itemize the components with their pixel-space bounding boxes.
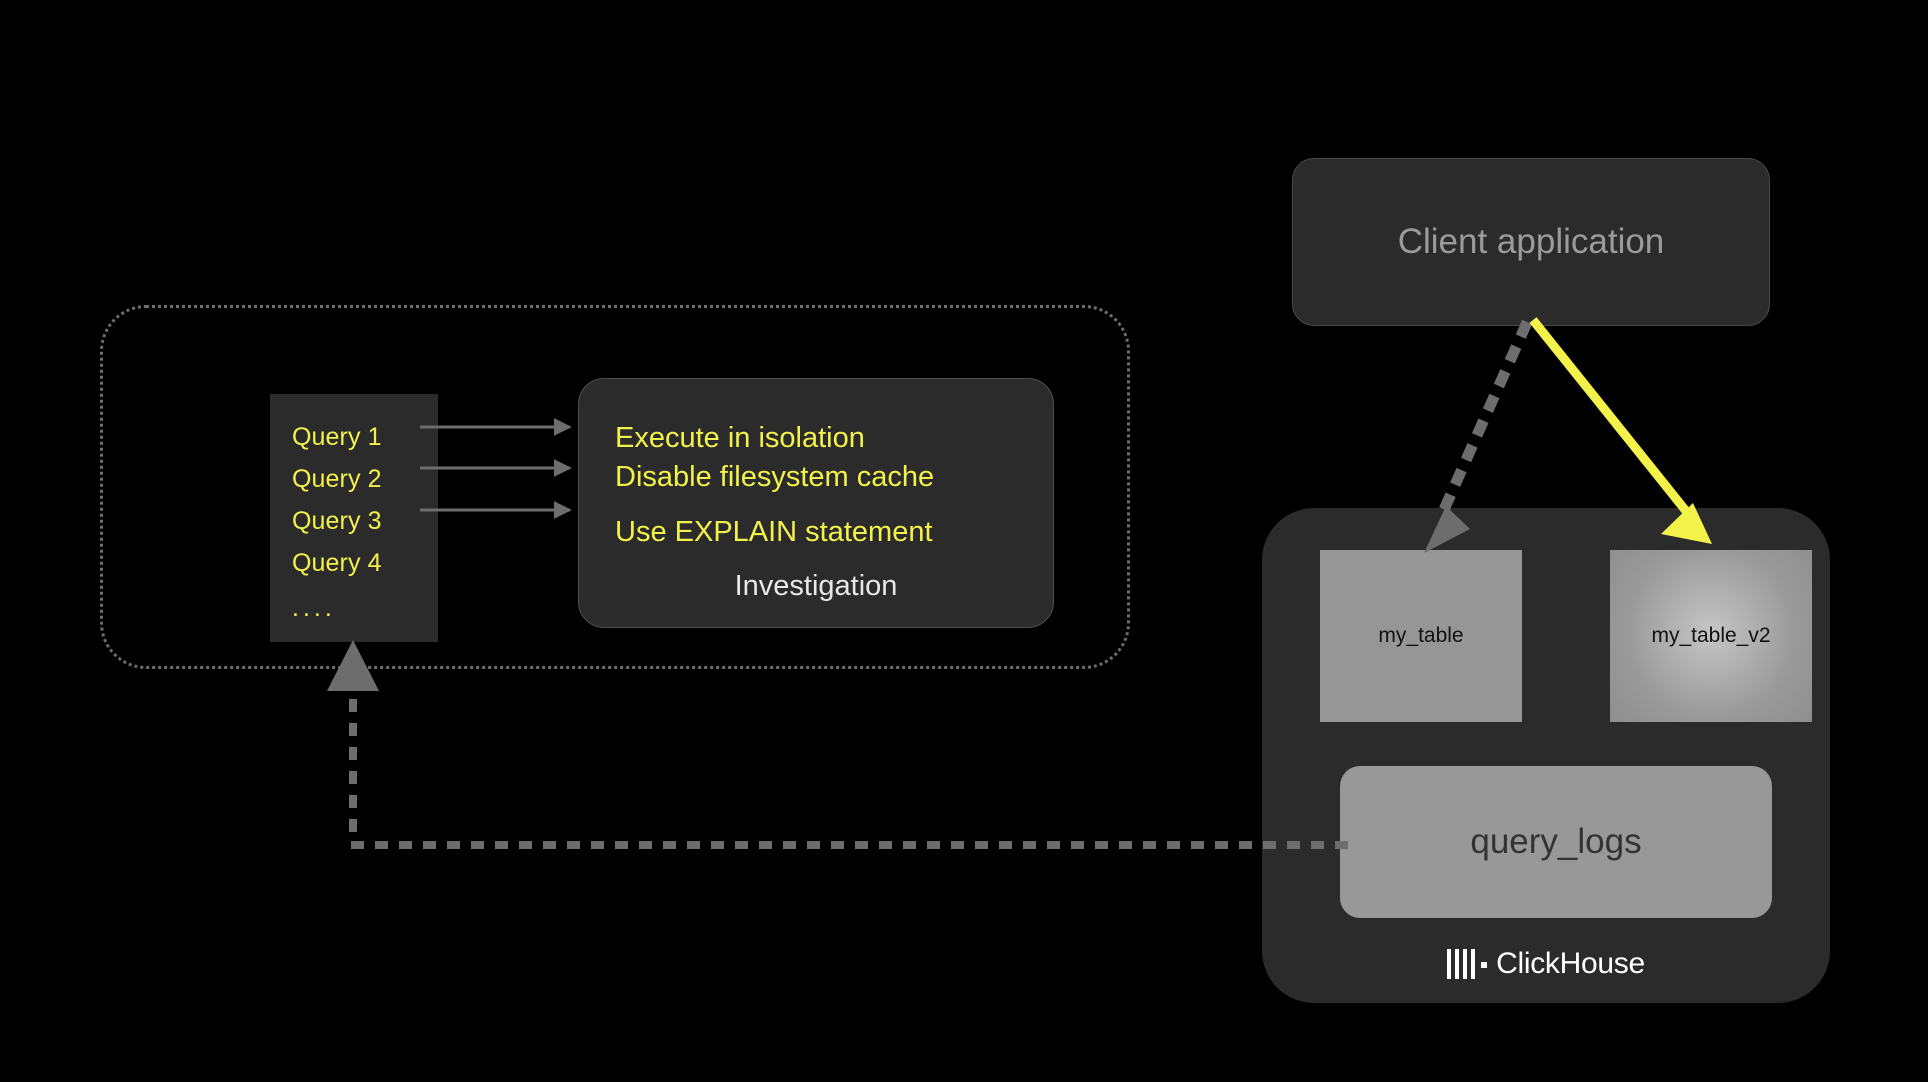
client-to-my-table	[1435, 319, 1533, 520]
clickhouse-panel: my_table my_table_v2 query_logs ClickHou…	[1262, 508, 1830, 1003]
table-my_table_v2: my_table_v2	[1610, 550, 1812, 722]
investigation-step: Execute in isolation	[615, 422, 865, 454]
clickhouse-bars-icon	[1447, 949, 1488, 979]
investigation-region	[100, 305, 1130, 669]
table-label: my_table_v2	[1651, 624, 1771, 647]
client-application-box: Client application	[1292, 158, 1770, 326]
list-item-ellipsis: ....	[292, 594, 336, 622]
investigation-step: Disable filesystem cache	[615, 461, 935, 493]
investigation-card-title: Investigation	[734, 570, 898, 602]
list-item: Query 4	[292, 549, 382, 577]
clickhouse-wordmark: ClickHouse	[1496, 947, 1645, 980]
investigation-card: Execute in isolation Disable filesystem …	[578, 378, 1054, 628]
query-logs-to-query-list	[349, 668, 1348, 849]
client-application-label: Client application	[1397, 222, 1665, 261]
query-list: Query 1 Query 2 Query 3 Query 4 ....	[270, 394, 438, 642]
list-item: Query 3	[292, 507, 382, 535]
client-to-my-table-v2	[1529, 317, 1702, 529]
investigation-step: Use EXPLAIN statement	[615, 516, 933, 548]
table-query_logs: query_logs	[1340, 766, 1772, 918]
list-item: Query 2	[292, 465, 382, 493]
list-item: Query 1	[292, 423, 382, 451]
table-my_table: my_table	[1320, 550, 1522, 722]
query-logs-label: query_logs	[1470, 822, 1642, 861]
table-label: my_table	[1378, 624, 1464, 647]
clickhouse-logo: ClickHouse	[1262, 947, 1830, 981]
investigation-steps: Execute in isolation Disable filesystem …	[615, 419, 1035, 552]
